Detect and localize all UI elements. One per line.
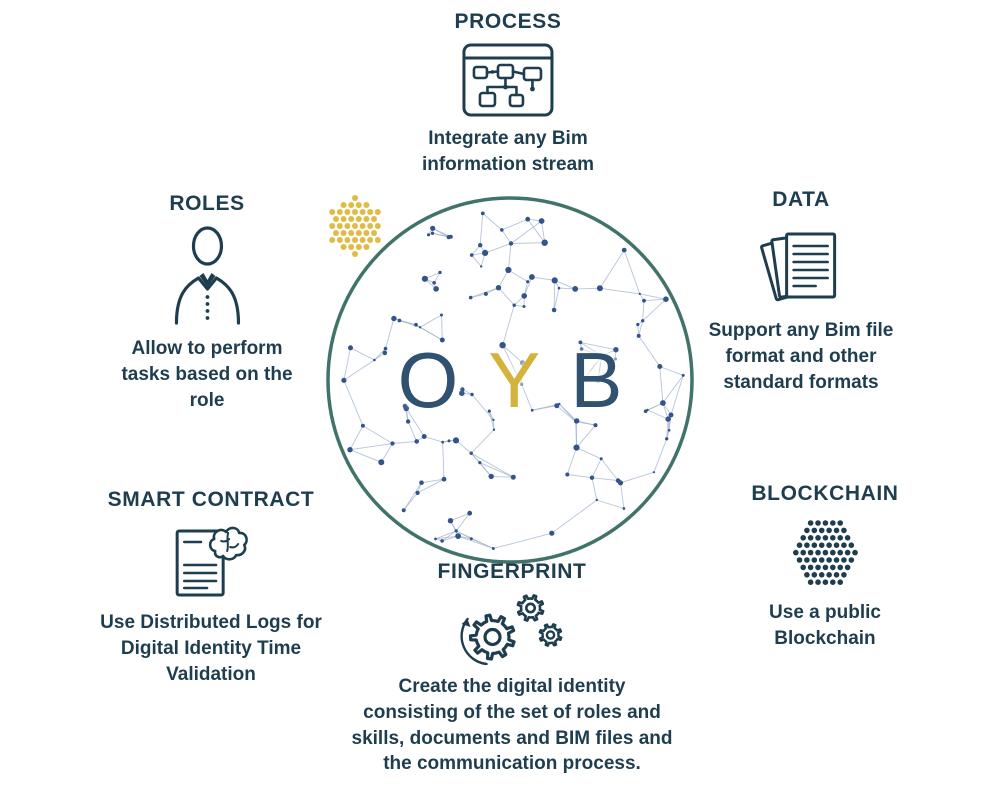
feature-smart-contract-description: Use Distributed Logs for Digital Identit… <box>100 612 322 685</box>
feature-fingerprint-title: FINGERPRINT <box>437 560 587 583</box>
feature-blockchain-title: BLOCKCHAIN <box>751 482 899 505</box>
process-flow-icon <box>462 43 554 117</box>
feature-blockchain-description: Use a public Blockchain <box>769 602 881 649</box>
network-sphere: O Y B <box>324 194 696 566</box>
feature-roles-title: ROLES <box>169 192 245 215</box>
logo-letters: O Y B <box>398 341 623 419</box>
feature-process-title: PROCESS <box>454 10 562 33</box>
logo-letter-b: B <box>570 336 623 424</box>
dot-hexagon-icon <box>787 515 863 591</box>
gears-icon <box>459 593 565 665</box>
logo-letter-o: O <box>397 336 459 424</box>
feature-roles: ROLES Allow to perform tasks based on th… <box>121 192 292 413</box>
feature-smart-contract-title: SMART CONTRACT <box>107 488 315 511</box>
feature-fingerprint: FINGERPRINT Create the digital identity … <box>352 560 673 777</box>
feature-process-description: Integrate any Bim information stream <box>421 128 595 175</box>
feature-data: DATA Support any Bim file format and <box>709 188 894 395</box>
logo-letter-y: Y <box>488 336 541 424</box>
documents-stack-icon <box>759 221 843 309</box>
feature-smart-contract: SMART CONTRACT Use Distributed Logs fo <box>100 488 322 687</box>
feature-data-title: DATA <box>772 188 830 211</box>
contract-brain-icon <box>167 521 255 601</box>
feature-fingerprint-description: Create the digital identity consisting o… <box>351 676 673 775</box>
person-icon <box>170 225 244 327</box>
gold-dot-cluster-icon <box>329 195 381 257</box>
oyb-logo: O Y B <box>324 194 696 566</box>
network-globe-graphic <box>326 196 694 564</box>
feature-process: PROCESS <box>422 10 594 178</box>
feature-data-description: Support any Bim file format and other st… <box>708 320 894 393</box>
feature-roles-description: Allow to perform tasks based on the role <box>121 338 293 411</box>
feature-blockchain: BLOCKCHAIN Use a public Blockchain <box>751 482 898 652</box>
